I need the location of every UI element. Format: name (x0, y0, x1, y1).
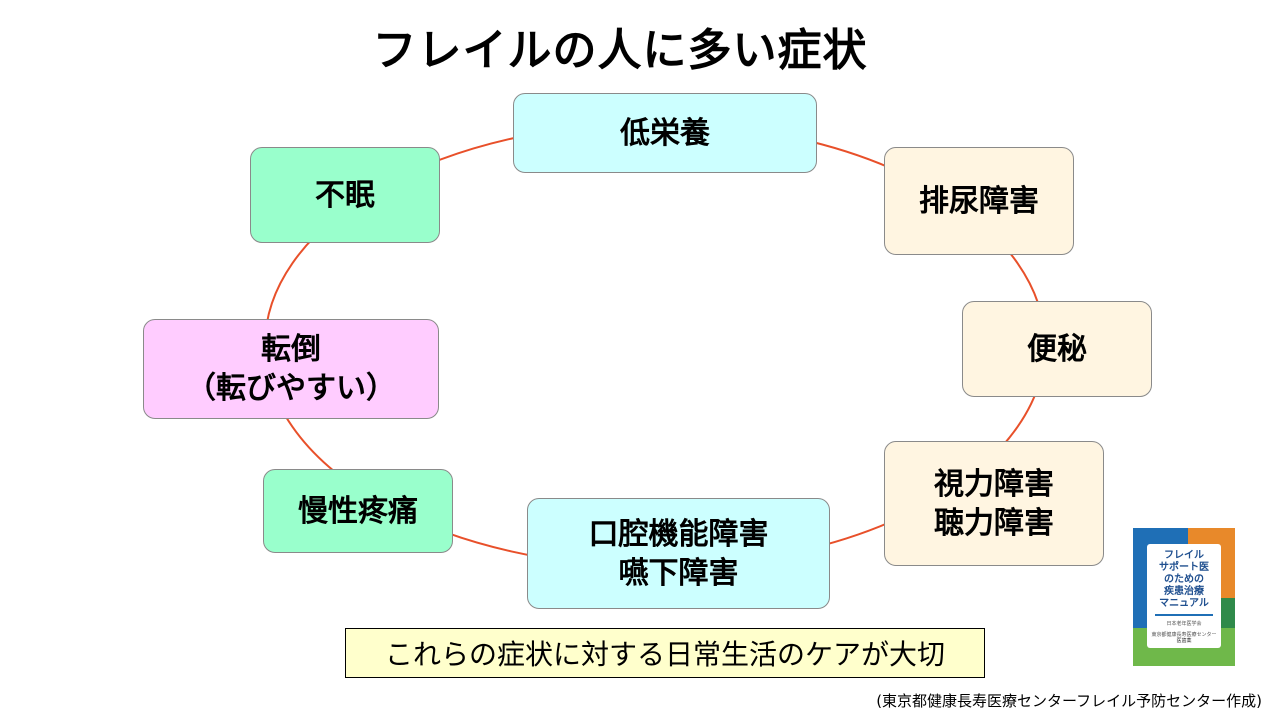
source-credit: (東京都健康長寿医療センターフレイル予防センター作成) (876, 692, 1262, 710)
book-subtitle-2: 東京都健康長寿医療センター (1151, 632, 1217, 638)
node-fall: 転倒 （転びやすい） (143, 319, 439, 419)
book-cover-image: フレイル サポート医 のための 疾患治療 マニュアル 日本老年医学会 東京都健康… (1133, 528, 1235, 666)
care-note: これらの症状に対する日常生活のケアが大切 (345, 628, 985, 678)
node-low-nutrition: 低栄養 (513, 93, 817, 173)
node-chronic-pain: 慢性疼痛 (263, 469, 453, 553)
book-cover-panel: フレイル サポート医 のための 疾患治療 マニュアル 日本老年医学会 東京都健康… (1147, 544, 1221, 648)
book-subtitle: 日本老年医学会 (1166, 621, 1202, 627)
node-urination: 排尿障害 (884, 147, 1074, 255)
node-oral-swallow: 口腔機能障害 嚥下障害 (527, 498, 830, 609)
node-constipation: 便秘 (962, 301, 1152, 397)
node-vision-hearing: 視力障害 聴力障害 (884, 441, 1104, 566)
book-publisher: 医歯薬 (1176, 638, 1192, 644)
book-title: フレイル サポート医 のための 疾患治療 マニュアル (1159, 550, 1209, 609)
page-title: フレイルの人に多い症状 (372, 25, 868, 76)
node-insomnia: 不眠 (250, 147, 440, 243)
